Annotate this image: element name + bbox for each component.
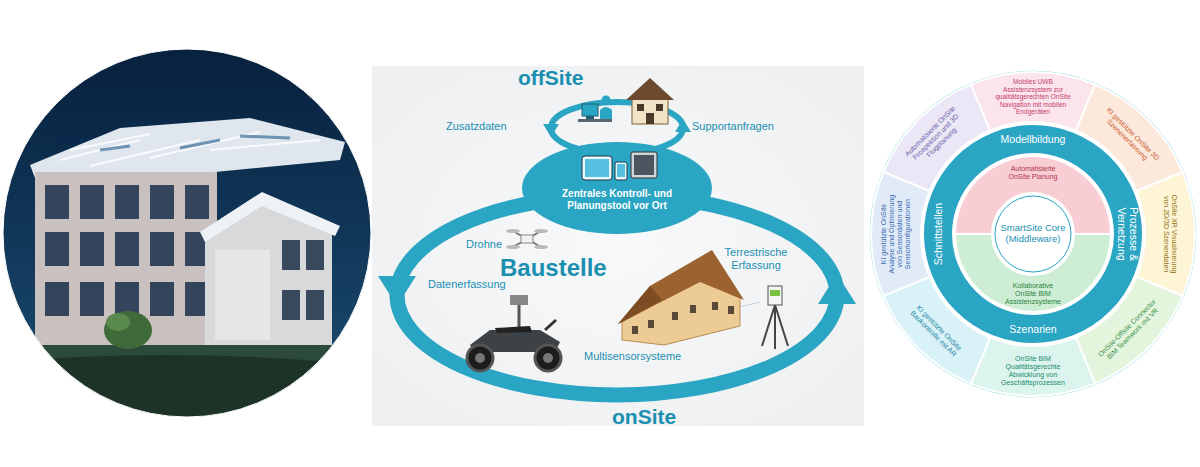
building-models bbox=[618, 286, 662, 324]
background-panel bbox=[372, 66, 864, 426]
node-text: Prozesse & Vernetzung bbox=[1116, 204, 1140, 264]
office-icon bbox=[602, 96, 611, 105]
ring-segment-fill bbox=[971, 72, 1095, 131]
point-cloud-photo bbox=[0, 355, 375, 425]
ring-segment-fill bbox=[1136, 172, 1195, 296]
cycle-arrow bbox=[378, 276, 416, 306]
house-icon bbox=[626, 78, 674, 100]
node-text: Kollaborative OnSite BIM Assistenzsystem… bbox=[1002, 282, 1064, 306]
atv-vehicle bbox=[467, 295, 561, 371]
core-circle: SmartSite Core (Middleware) bbox=[994, 195, 1072, 273]
office-icon bbox=[578, 96, 612, 123]
device-icons bbox=[634, 155, 654, 175]
cycle-arrow bbox=[818, 274, 856, 304]
node-text: OnSite XR Visualisierung von 2D/3D Szene… bbox=[1162, 194, 1178, 274]
office-icon bbox=[582, 104, 598, 116]
cycle-arrow bbox=[675, 119, 691, 132]
house-icon bbox=[632, 98, 668, 124]
ring-border bbox=[871, 72, 1196, 397]
node-text: Szenarien bbox=[978, 323, 1088, 335]
point-cloud-photo bbox=[0, 45, 375, 425]
total-station-icon bbox=[768, 286, 782, 305]
point-cloud-photo bbox=[100, 136, 290, 150]
drone-icon bbox=[513, 231, 541, 247]
atv-vehicle bbox=[495, 326, 532, 333]
device-icons bbox=[617, 164, 625, 177]
point-cloud-photo bbox=[215, 250, 270, 340]
point-cloud-photo bbox=[200, 192, 340, 242]
building-models bbox=[618, 250, 744, 324]
cycle-arrow bbox=[543, 124, 559, 137]
site-title: Baustelle bbox=[500, 254, 607, 282]
flow-label: Supportanfragen bbox=[692, 120, 774, 133]
photo-frame bbox=[3, 49, 371, 417]
house-icon bbox=[637, 104, 663, 124]
node-text: OnSite BIM Qualitätsgerechte Abwicklung … bbox=[993, 355, 1073, 387]
point-cloud-photo bbox=[45, 185, 209, 316]
node-text: Automatisierte OnSite Planung bbox=[1005, 165, 1061, 181]
point-cloud-photo bbox=[106, 313, 130, 331]
node-text: Modellbildung bbox=[978, 133, 1088, 145]
device-icons bbox=[631, 152, 657, 178]
point-cloud-photo bbox=[104, 311, 152, 349]
office-icon bbox=[600, 107, 612, 119]
total-station-icon bbox=[762, 305, 788, 349]
atv-vehicle bbox=[535, 345, 561, 371]
ring-segment-fill bbox=[871, 172, 930, 296]
device-label: Multisensorsysteme bbox=[584, 350, 681, 363]
node-text: Zentrales Kontroll- und Planungstool vor… bbox=[542, 188, 692, 211]
point-cloud-photo bbox=[0, 345, 375, 425]
building-models bbox=[632, 302, 734, 334]
atv-vehicle bbox=[518, 303, 521, 330]
house-icon bbox=[626, 78, 674, 124]
point-cloud-photo bbox=[282, 240, 324, 320]
category-band-fill bbox=[923, 124, 1143, 344]
device-icons bbox=[582, 152, 657, 180]
point-cloud-photo bbox=[0, 45, 375, 425]
point-cloud-photo bbox=[60, 132, 320, 166]
atv-vehicle bbox=[475, 353, 485, 363]
node-text: Mobiles UWB Assistenzsystem zur qualität… bbox=[993, 78, 1073, 116]
cycle-arrow bbox=[378, 102, 856, 395]
node-text: SmartSite Core (Middleware) bbox=[998, 223, 1068, 245]
office-icon bbox=[578, 119, 612, 122]
total-station-icon bbox=[762, 286, 788, 349]
drone-icon bbox=[521, 235, 533, 243]
point-cloud-photo bbox=[35, 172, 217, 347]
atv-vehicle bbox=[467, 345, 493, 371]
drone-icon bbox=[506, 229, 520, 233]
section-title: offSite bbox=[518, 66, 583, 90]
atv-vehicle bbox=[510, 295, 528, 305]
drone-icon bbox=[506, 229, 548, 249]
device-label: Terrestrische Erfassung bbox=[716, 246, 796, 271]
tool-ellipse-fill bbox=[522, 142, 712, 234]
section-title: onSite bbox=[612, 405, 676, 429]
device-icons bbox=[615, 162, 627, 180]
node-text: KI gestützte OnSite Analyse und Optimier… bbox=[880, 194, 912, 274]
atv-vehicle bbox=[545, 320, 556, 330]
device-icons bbox=[585, 159, 609, 177]
tool-ellipse: Zentrales Kontroll- und Planungstool vor… bbox=[522, 142, 712, 234]
flow-label: Zusatzdaten bbox=[446, 120, 507, 133]
device-icons bbox=[582, 156, 612, 180]
drone-icon bbox=[506, 245, 520, 249]
atv-vehicle bbox=[543, 353, 553, 363]
node-text: Schnittstellen bbox=[932, 179, 944, 289]
point-cloud-photo bbox=[30, 118, 345, 178]
core-circle-fill bbox=[995, 196, 1071, 272]
drone-icon bbox=[534, 229, 548, 233]
office-icon bbox=[586, 116, 594, 119]
flow-label: Datenerfassung bbox=[428, 278, 506, 291]
drone-icon bbox=[534, 245, 548, 249]
ring-segment-fill bbox=[971, 337, 1095, 396]
total-station-icon bbox=[770, 290, 780, 296]
device-label: Drohne bbox=[466, 238, 502, 251]
